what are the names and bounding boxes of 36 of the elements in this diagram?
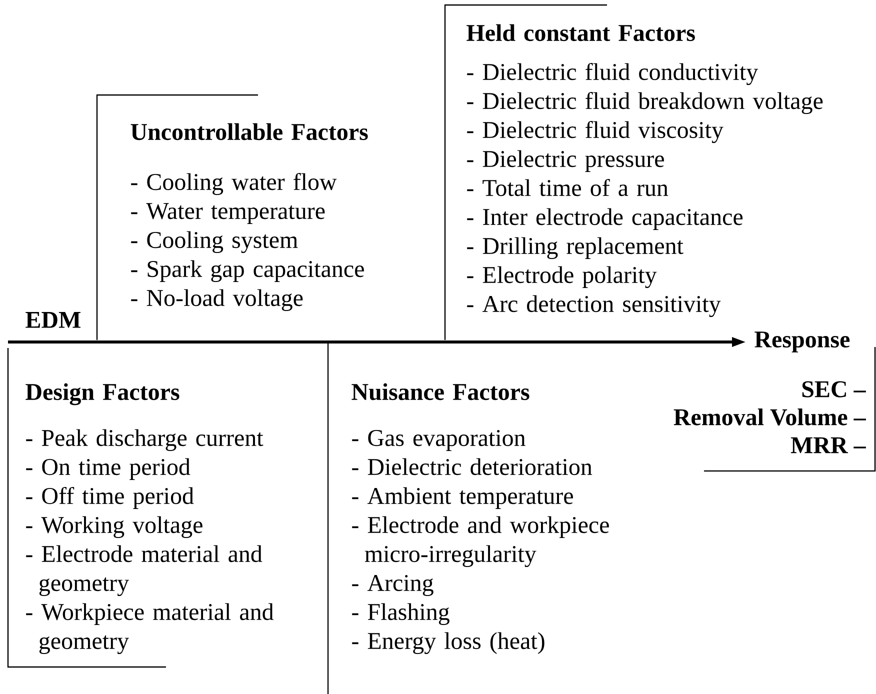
- factor-item: - Gas evaporation: [352, 430, 526, 451]
- factor-item: - Cooling system: [131, 231, 298, 254]
- factor-item: - Ambient temperature: [352, 487, 573, 509]
- factor-item: - No-load voltage: [131, 289, 303, 312]
- factor-item: - Cooling water flow: [131, 172, 337, 196]
- factor-item: - Electrode material and geometry: [26, 545, 262, 596]
- factor-item: - Electrode and workpiece micro-irregularity: [352, 516, 609, 568]
- response-item: SEC –: [802, 381, 866, 398]
- factor-item: - Dielectric fluid breakdown voltage: [467, 92, 823, 114]
- factor-item: - Workpiece material and geometry: [26, 603, 274, 654]
- factor-item: - Dielectric deterioration: [352, 458, 592, 476]
- factor-item: - Off time period: [26, 486, 194, 509]
- factor-item: - Electrode polarity: [467, 266, 657, 288]
- factor-item: - Dielectric fluid viscosity: [467, 120, 724, 144]
- factor-item: - Flashing: [352, 603, 450, 626]
- factor-item: - Inter electrode capacitance: [467, 208, 743, 230]
- factor-heading: Held constant Factors: [466, 24, 695, 42]
- factor-item: - Arc detection sensitivity: [467, 295, 721, 318]
- factor-item: - Total time of a run: [467, 178, 668, 196]
- response-item: Removal Volume –: [674, 408, 866, 426]
- factor-item: - Dielectric pressure: [467, 150, 664, 172]
- factor-item: - Drilling replacement: [467, 237, 684, 260]
- factor-item: - Arcing: [352, 574, 434, 596]
- factor-item: - Dielectric fluid conductivity: [467, 62, 758, 86]
- factor-heading: Uncontrollable Factors: [130, 123, 368, 140]
- factor-heading: Nuisance Factors: [352, 383, 530, 400]
- factor-item: - Water temperature: [131, 203, 325, 224]
- label-text: EDM: [26, 312, 80, 328]
- factor-item: - On time period: [26, 458, 190, 480]
- factor-item: - Energy loss (heat): [352, 632, 544, 654]
- response-label: Response: [754, 332, 850, 352]
- factor-item: - Working voltage: [26, 516, 202, 538]
- factor-item: - Peak discharge current: [26, 429, 264, 452]
- factor-item: - Spark gap capacitance: [131, 260, 364, 282]
- response-item: MRR –: [790, 437, 866, 454]
- factor-heading: Design Factors: [26, 383, 180, 406]
